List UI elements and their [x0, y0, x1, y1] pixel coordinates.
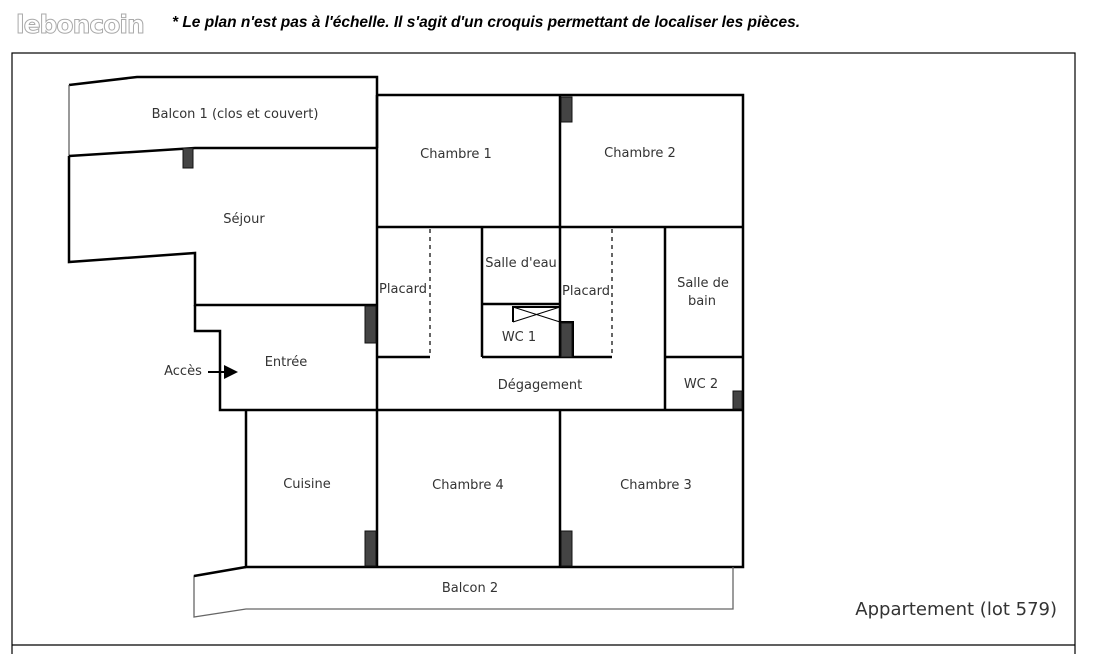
- room-wc1: WC 1: [502, 330, 536, 345]
- balcon1-bottom: [68, 146, 377, 158]
- frame: [11, 52, 1076, 654]
- access-label: Accès: [164, 364, 202, 379]
- room-entree: Entrée: [265, 355, 308, 370]
- door-markers: [182, 96, 743, 567]
- room-salle-bain: Salle de: [677, 276, 729, 291]
- room-chambre1: Chambre 1: [420, 147, 492, 162]
- door-icon: [560, 96, 573, 123]
- room-balcon1: Balcon 1 (clos et couvert): [152, 107, 319, 122]
- door-icon: [364, 530, 377, 567]
- outer-wall: [244, 93, 745, 569]
- room-degagement: Dégagement: [498, 378, 582, 393]
- placard-dotted-lines: [429, 229, 613, 357]
- room-wc2: WC 2: [684, 377, 718, 392]
- room-sejour: Séjour: [223, 212, 265, 227]
- vent-icon: [512, 306, 561, 323]
- room-chambre3: Chambre 3: [620, 478, 692, 493]
- door-icon: [732, 390, 743, 410]
- room-chambre2: Chambre 2: [604, 146, 676, 161]
- access-arrow-icon: [208, 365, 238, 379]
- room-placard2: Placard: [562, 284, 610, 299]
- watermark-logo: leboncoin: [16, 10, 146, 40]
- room-chambre4: Chambre 4: [432, 478, 504, 493]
- room-placard1: Placard: [379, 282, 427, 297]
- door-icon: [364, 305, 377, 344]
- plan-caption: Appartement (lot 579): [855, 599, 1057, 620]
- room-salle-eau: Salle d'eau: [485, 256, 557, 271]
- room-salle-bain-2: bain: [688, 294, 716, 309]
- scale-disclaimer: * Le plan n'est pas à l'échelle. Il s'ag…: [172, 14, 801, 31]
- door-icon: [560, 530, 573, 567]
- walls: [67, 75, 745, 569]
- room-balcon2: Balcon 2: [442, 581, 498, 596]
- sejour-outline: [67, 156, 377, 307]
- door-icon: [182, 147, 194, 169]
- entree-outline: [193, 305, 743, 412]
- door-icon: [560, 322, 573, 358]
- room-cuisine: Cuisine: [283, 477, 331, 492]
